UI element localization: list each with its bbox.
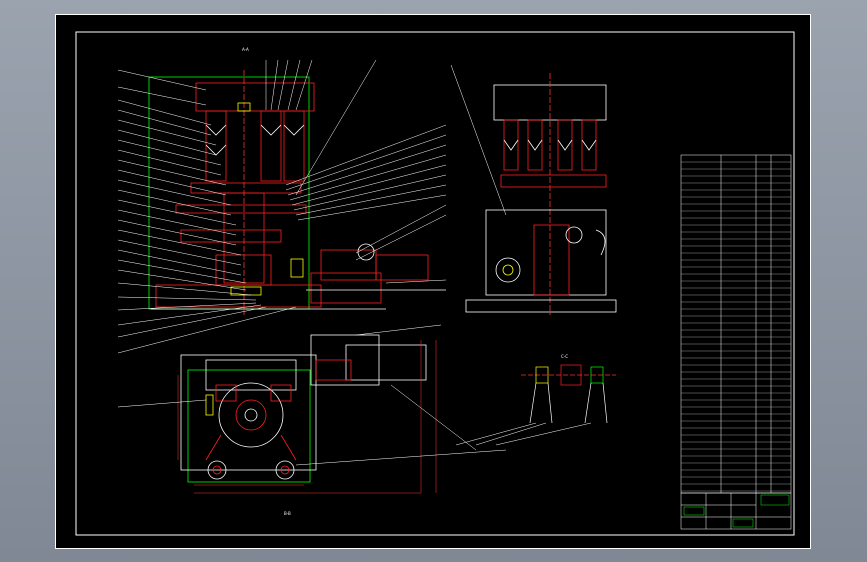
wheel-right [275, 460, 295, 480]
wheel-left [207, 460, 227, 480]
parts-list-rows [681, 161, 791, 492]
front-view [148, 70, 446, 315]
section-label-b: B-B [284, 511, 291, 516]
front-head [195, 82, 315, 112]
parts-list-table [680, 154, 792, 494]
technical-notes [508, 480, 658, 485]
front-motor [320, 249, 377, 281]
top-view [117, 324, 507, 494]
inner-border [75, 31, 795, 536]
section-label-a: A-A [242, 47, 249, 52]
front-leaders [117, 69, 297, 354]
top-view-frame [187, 369, 311, 483]
section-label-c: C-C [561, 354, 568, 359]
side-view [450, 64, 617, 315]
turret-circle [218, 382, 284, 448]
top-motor [310, 334, 380, 386]
side-gear [495, 257, 521, 283]
engineering-drawing: A-A B-B C-C [75, 31, 795, 536]
drawing-sheet: A-A B-B C-C [55, 14, 811, 549]
title-block [680, 492, 792, 530]
section-detail [455, 364, 616, 446]
